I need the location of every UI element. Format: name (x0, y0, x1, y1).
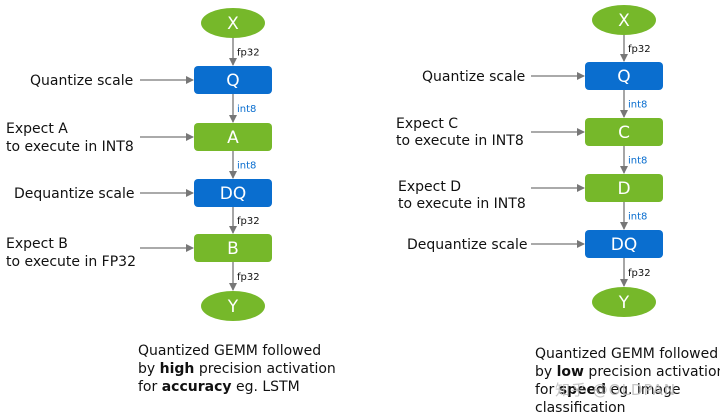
diagram1-node-a: A (194, 123, 272, 151)
diagram2-node-x-input-label: X (618, 11, 630, 31)
diagram1-node-q-label: Q (226, 71, 239, 91)
watermark: 知乎 @OLDPAN (555, 381, 677, 399)
diagram1-node-x-input: X (201, 8, 265, 38)
diagram2-node-y-output-label: Y (618, 293, 630, 313)
left-caption: Quantized GEMM followed by high precisio… (138, 342, 336, 396)
diagram1-node-x-input-label: X (227, 14, 239, 34)
diagram2-edge-label: int8 (628, 100, 647, 111)
diagram2-edge-label: int8 (628, 212, 647, 223)
diagram2-node-dq: DQ (585, 230, 663, 258)
diagram2-node-x-input: X (592, 5, 656, 35)
diagram1-side-label: to execute in INT8 (6, 139, 134, 155)
right-caption-line4: classification (535, 400, 626, 416)
diagram2-side-label: to execute in INT8 (396, 133, 524, 149)
diagram1-edge-label: fp32 (237, 216, 260, 227)
diagram1-node-y-output: Y (201, 291, 265, 321)
diagram1-edge-label: fp32 (237, 48, 260, 59)
diagram1-edge-label: int8 (237, 161, 256, 172)
diagram2-edge-label: fp32 (628, 44, 651, 55)
diagram1-node-b: B (194, 234, 272, 262)
right-caption-line1: Quantized GEMM followed (535, 346, 719, 362)
right-caption-line3: for speed eg. image (535, 382, 681, 398)
diagram1-node-a-label: A (227, 128, 239, 148)
diagram2-side-label: Expect C (396, 116, 458, 132)
diagram2-node-c-label: C (618, 123, 630, 143)
diagram1-side-label: to execute in FP32 (6, 254, 136, 270)
diagram1-side-label: Expect A (6, 121, 68, 137)
diagram1-side-label: Quantize scale (30, 73, 133, 89)
diagram2-side-label: Dequantize scale (407, 237, 527, 253)
diagram2-node-y-output: Y (592, 287, 656, 317)
right-caption: Quantized GEMM followed by low precision… (535, 345, 720, 417)
diagram2-edge-label: fp32 (628, 268, 651, 279)
left-caption-line2: by high precision activation (138, 361, 336, 377)
diagram1-edge-label: fp32 (237, 272, 260, 283)
left-caption-line1: Quantized GEMM followed (138, 343, 322, 359)
diagram2-node-c: C (585, 118, 663, 146)
diagram2-node-d: D (585, 174, 663, 202)
diagram1-node-q: Q (194, 66, 272, 94)
diagram1-edge-label: int8 (237, 104, 256, 115)
diagram2-node-q: Q (585, 62, 663, 90)
diagram1-node-y-output-label: Y (227, 297, 239, 317)
diagram1-side-label: Dequantize scale (14, 186, 134, 202)
diagram2-edge-label: int8 (628, 156, 647, 167)
diagram2-node-dq-label: DQ (611, 235, 637, 255)
diagram2-node-d-label: D (617, 179, 630, 199)
right-caption-line2: by low precision activation (535, 364, 720, 380)
diagram2-side-label: Quantize scale (422, 69, 525, 85)
diagram1-node-dq-label: DQ (220, 184, 246, 204)
diagram2-side-label: to execute in INT8 (398, 196, 526, 212)
diagram1-node-b-label: B (227, 239, 239, 259)
diagram2-node-q-label: Q (617, 67, 630, 87)
left-caption-line3: for accuracy eg. LSTM (138, 379, 300, 395)
diagram1-node-dq: DQ (194, 179, 272, 207)
diagram1-side-label: Expect B (6, 236, 68, 252)
diagram2-side-label: Expect D (398, 179, 461, 195)
